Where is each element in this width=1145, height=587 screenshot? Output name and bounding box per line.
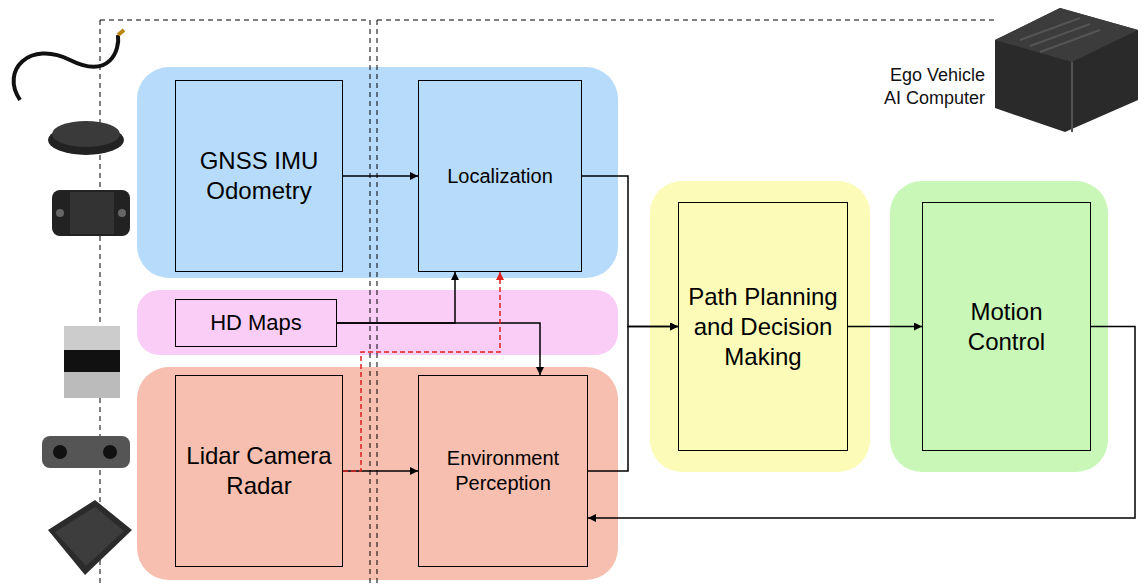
- ai-computer-icon: [995, 8, 1138, 132]
- camera-icon: [42, 436, 130, 468]
- dashed-arrow: [343, 272, 500, 471]
- node-label: Path Planning and Decision Making: [679, 278, 847, 376]
- flow-arrow: [343, 175, 418, 177]
- planning-band: [650, 181, 870, 472]
- node-label: Localization: [439, 160, 561, 193]
- control-band: [890, 181, 1108, 472]
- flow-arrow: [848, 326, 922, 328]
- flow-arrow: [588, 327, 678, 472]
- radar-icon: [48, 500, 132, 575]
- node-label: HD Maps: [202, 305, 310, 341]
- process-box: Environment Perception: [418, 375, 588, 567]
- process-box: Motion Control: [922, 202, 1091, 451]
- flow-arrow: [337, 272, 455, 323]
- node-label: GNSS IMU Odometry: [176, 142, 342, 210]
- process-box: Localization: [418, 80, 582, 272]
- device-label: Ego Vehicle AI Computer: [875, 64, 985, 111]
- node-label: Motion Control: [923, 293, 1090, 361]
- flow-arrow: [337, 323, 540, 375]
- sensor-box: Lidar Camera Radar: [175, 375, 343, 567]
- process-box: Path Planning and Decision Making: [678, 202, 848, 451]
- flow-arrow: [588, 327, 1135, 519]
- gnss-antenna-icon: [14, 30, 124, 155]
- lidar-icon: [64, 326, 120, 398]
- flow-arrow: [582, 176, 678, 327]
- node-label: Lidar Camera Radar: [176, 437, 342, 505]
- imu-icon: [52, 190, 130, 236]
- node-label: Environment Perception: [419, 442, 587, 500]
- boundary-lines: [100, 20, 995, 587]
- sensor-box: GNSS IMU Odometry: [175, 80, 343, 272]
- map-box: HD Maps: [175, 299, 337, 347]
